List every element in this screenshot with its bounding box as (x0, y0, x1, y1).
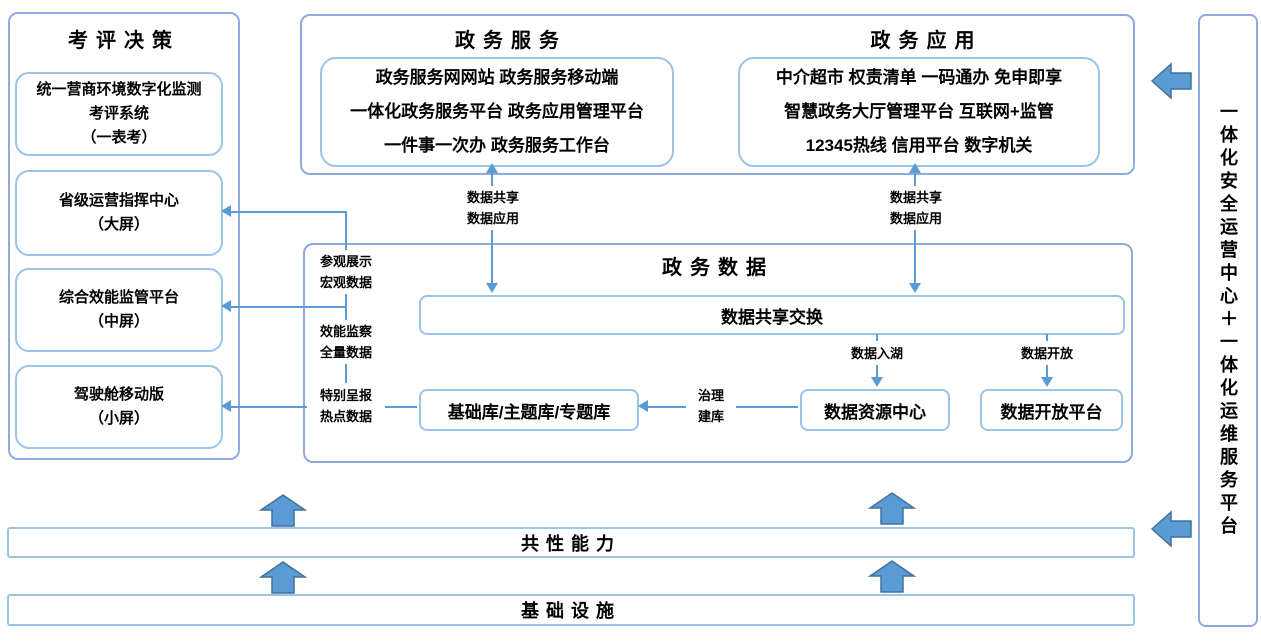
data-section-title: 政务数据 (662, 257, 774, 279)
cockpit-mobile-box: 驾驶舱移动版 （小屏） (15, 365, 223, 449)
left-arrowhead-icon (221, 205, 231, 217)
capability-bar: 共性能力 (7, 527, 1135, 558)
up-block-arrow-icon (259, 494, 307, 527)
services-line-2: 一体化政务服务平台 政务应用管理平台 (350, 102, 644, 121)
share-label-left: 数据共享 数据应用 (459, 186, 527, 230)
services-box: 政务服务网网站 政务服务移动端 一体化政务服务平台 政务应用管理平台 一件事一次… (320, 57, 674, 167)
up-arrowhead-icon (486, 163, 498, 173)
infrastructure-bar: 基础设施 (7, 594, 1135, 626)
applications-line-2: 智慧政务大厅管理平台 互联网+监管 (784, 102, 1054, 121)
infrastructure-bar-label: 基础设施 (521, 601, 621, 621)
left-arrowhead-icon (221, 400, 231, 412)
applications-line-1: 中介超市 权责清单 一码通办 免申即享 (775, 68, 1063, 87)
arrow-to-big-screen (229, 211, 347, 213)
province-command-center-box: 省级运营指挥中心 （大屏） (15, 170, 223, 256)
up-block-arrow-icon (868, 560, 916, 593)
left-arrowhead-icon (638, 400, 648, 412)
applications-line-3: 12345热线 信用平台 数字机关 (805, 136, 1033, 155)
down-arrowhead-icon (871, 377, 883, 387)
base-db-box: 基础库/主题库/专题库 (419, 389, 639, 431)
down-arrowhead-icon (909, 283, 921, 293)
share-label-right: 数据共享 数据应用 (882, 186, 950, 230)
services-line-3: 一件事一次办 政务服务工作台 (384, 136, 610, 155)
applications-box: 中介超市 权责清单 一码通办 免申即享 智慧政务大厅管理平台 互联网+监管 12… (738, 57, 1100, 167)
right-ops-column-label: 一体化安全运营中心＋一体化运维服务平台 (1218, 102, 1238, 539)
down-arrowhead-icon (1041, 377, 1053, 387)
data-open-label: 数据开放 (1008, 341, 1086, 365)
up-arrowhead-icon (909, 163, 921, 173)
evaluation-panel-title: 考评决策 (68, 30, 180, 52)
down-arrowhead-icon (486, 283, 498, 293)
left-block-arrow-icon (1151, 62, 1192, 100)
services-title: 政务服务 (455, 30, 567, 52)
left-arrowhead-icon (221, 300, 231, 312)
up-block-arrow-icon (259, 561, 307, 594)
up-block-arrow-icon (868, 492, 916, 525)
top-section: 政务服务 政务应用 政务服务网网站 政务服务移动端 一体化政务服务平台 政务应用… (300, 14, 1135, 175)
visit-data-label: 参观展示 宏观数据 (307, 250, 385, 294)
data-exchange-bar: 数据共享交换 (419, 295, 1125, 335)
efficiency-supervision-box: 综合效能监管平台 （中屏） (15, 268, 223, 352)
monitoring-system-box: 统一营商环境数字化监测 考评系统 （一表考） (15, 72, 223, 156)
special-report-label: 特别呈报 热点数据 (307, 383, 385, 429)
data-open-platform-box: 数据开放平台 (980, 389, 1123, 431)
data-resource-center-box: 数据资源中心 (800, 389, 950, 431)
govern-label: 治理 建库 (686, 382, 736, 430)
capability-bar-label: 共性能力 (521, 533, 621, 554)
applications-title: 政务应用 (870, 30, 983, 52)
data-section: 政务数据 数据共享交换 基础库/主题库/专题库 数据资源中心 数据开放平台 (303, 243, 1133, 463)
evaluation-panel: 考评决策 统一营商环境数字化监测 考评系统 （一表考） 省级运营指挥中心 （大屏… (8, 12, 240, 460)
report-bus-line (345, 211, 347, 408)
services-line-1: 政务服务网网站 政务服务移动端 (375, 68, 619, 87)
efficiency-data-label: 效能监察 全量数据 (307, 320, 385, 364)
data-lake-label: 数据入湖 (838, 341, 916, 365)
arrow-to-mid-screen (229, 306, 347, 308)
right-ops-column: 一体化安全运营中心＋一体化运维服务平台 (1198, 14, 1258, 627)
left-block-arrow-icon (1151, 510, 1192, 548)
